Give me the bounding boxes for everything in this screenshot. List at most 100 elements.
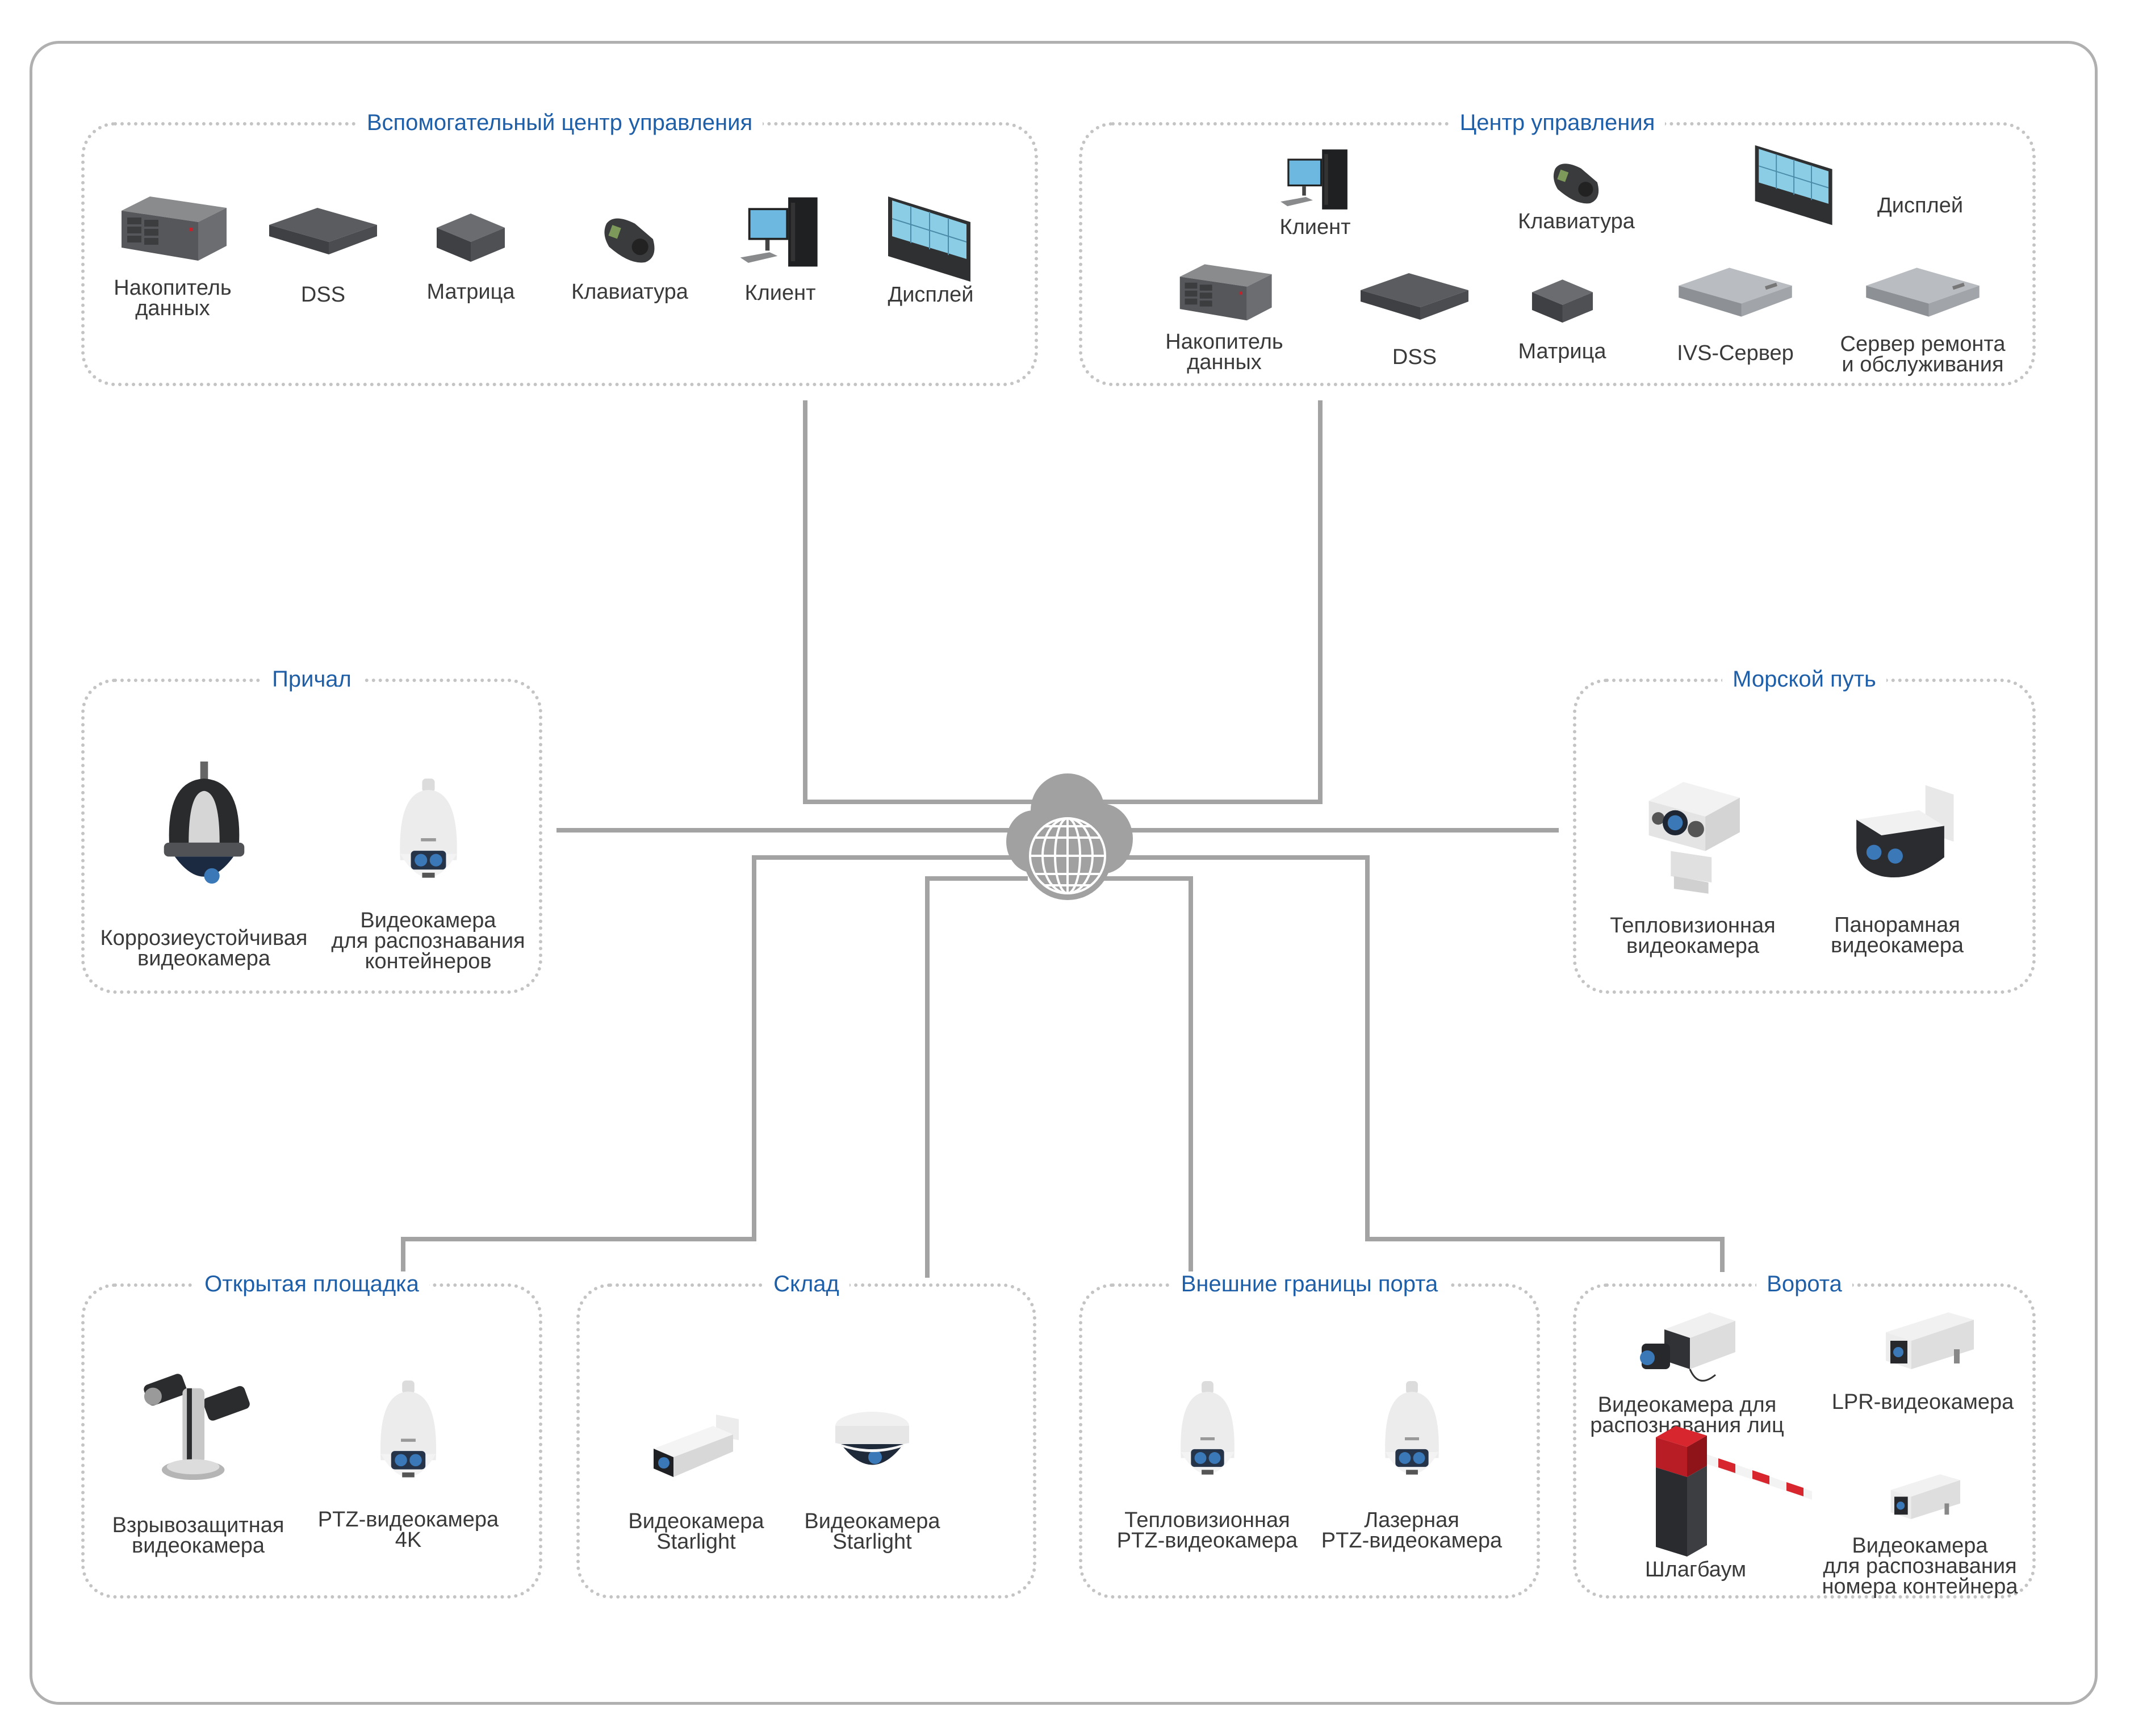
device-maintenance-server: Сервер ремонта и обслуживания	[1832, 262, 2014, 375]
device-label: Клиент	[1279, 215, 1351, 239]
device-label: PTZ-видеокамера 4K	[317, 1508, 499, 1552]
video-wall-icon	[1750, 143, 1840, 228]
group-gate: Ворота Видеокамера для распознавания лиц…	[1573, 1271, 2036, 1599]
device-starlight-dome-camera: Видеокамера Starlight	[790, 1409, 955, 1554]
device-display	[1747, 143, 1843, 228]
group-aux-control-center: Вспомогательный центр управления Накопит…	[81, 110, 1038, 386]
device-explosion-proof-camera: Взрывозащитная видеокамера	[102, 1366, 295, 1558]
group-berth: Причал Коррозиеустойчивая видеокамера Ви…	[81, 667, 542, 994]
group-control-center: Центр управления Клиент Клавиатура Диспл…	[1079, 110, 2036, 386]
group-title: Ворота	[1756, 1271, 1852, 1296]
dss-server-icon	[266, 202, 380, 259]
device-storage: Накопитель данных	[107, 194, 238, 319]
device-label: DSS	[1392, 345, 1437, 369]
link-perimeter	[1102, 876, 1193, 1272]
ivs-server-icon	[1676, 262, 1795, 321]
device-label: LPR-видеокамера	[1831, 1390, 2014, 1414]
device-client: Клиент	[1264, 145, 1366, 239]
device-panoramic-camera: Панорамная видеокамера	[1803, 781, 1991, 956]
device-thermal-ptz-camera: Тепловизионная PTZ-видеокамера	[1111, 1381, 1304, 1551]
device-label: Видеокамера Starlight	[804, 1509, 940, 1554]
explosion-proof-camera-icon	[141, 1366, 255, 1486]
device-anticorrosion-camera: Коррозиеустойчивая видеокамера	[90, 762, 317, 969]
device-lpr-camera: LPR-видеокамера	[1821, 1310, 2025, 1414]
device-client: Клиент	[726, 194, 834, 304]
link-gate	[1107, 855, 1725, 1272]
device-label: DSS	[300, 283, 346, 307]
matrix-icon	[431, 208, 510, 265]
device-container-recognition-camera: Видеокамера для распознавания контейнеро…	[323, 779, 533, 972]
device-label: Лазерная PTZ-видеокамера	[1321, 1508, 1503, 1553]
device-label: Тепловизионная видеокамера	[1610, 914, 1776, 958]
device-keyboard: Клавиатура	[567, 211, 692, 304]
device-label: Накопитель данных	[1165, 330, 1283, 374]
ptz-dome-camera-icon	[371, 1381, 445, 1497]
group-title: Причал	[262, 667, 362, 692]
group-title: Морской путь	[1722, 667, 1886, 692]
device-label: Клавиатура	[571, 280, 688, 304]
link-warehouse	[925, 876, 1028, 1278]
device-dss: DSS	[1349, 267, 1480, 369]
storage-server-icon	[116, 194, 229, 262]
device-barrier-gate: Шлагбаум	[1622, 1423, 1809, 1580]
device-label: Взрывозащитная видеокамера	[112, 1513, 284, 1558]
device-ptz-4k-camera: PTZ-видеокамера 4K	[312, 1381, 505, 1552]
video-wall-icon	[885, 194, 976, 285]
device-label: Видеокамера для распознавания номера кон…	[1822, 1534, 2018, 1599]
box-camera-icon	[1636, 1310, 1738, 1395]
device-label: Видеокамера для распознавания лиц	[1590, 1393, 1784, 1437]
maintenance-server-icon	[1863, 262, 1982, 321]
dss-server-icon	[1355, 267, 1474, 324]
group-warehouse: Склад Видеокамера Starlight Видеокамера …	[576, 1271, 1036, 1599]
device-display: Дисплей	[868, 194, 993, 307]
group-sea-route: Морской путь Тепловизионная видеокамера …	[1573, 667, 2036, 994]
group-title: Вспомогательный центр управления	[356, 110, 763, 135]
client-pc-icon	[738, 194, 823, 270]
device-label: Матрица	[426, 280, 515, 304]
ptz-dome-camera-icon	[1376, 1381, 1447, 1494]
device-label: Накопитель данных	[114, 276, 232, 320]
group-open-area: Открытая площадка Взрывозащитная видеока…	[81, 1271, 542, 1599]
storage-server-icon	[1175, 262, 1274, 321]
dome-camera-icon	[830, 1409, 915, 1483]
barrier-gate-icon	[1644, 1423, 1815, 1559]
device-label: Видеокамера Starlight	[628, 1509, 764, 1554]
keyboard-joystick-icon	[599, 211, 661, 267]
device-label: Дисплей	[1877, 194, 1964, 217]
bullet-camera-icon	[648, 1409, 744, 1483]
link-open-area	[401, 855, 1022, 1272]
device-label: Панорамная видеокамера	[1831, 913, 1964, 957]
device-ivs-server: IVS-Сервер	[1667, 262, 1803, 365]
ptz-dome-camera-icon	[390, 779, 467, 898]
device-label: IVS-Сервер	[1677, 341, 1794, 365]
device-dss: DSS	[266, 202, 380, 307]
device-label: Дисплей	[888, 283, 974, 307]
device-matrix: Матрица	[1503, 274, 1622, 362]
link-control-center	[1096, 400, 1323, 804]
device-face-recognition-camera: Видеокамера для распознавания лиц	[1576, 1310, 1798, 1436]
group-title: Внешние границы порта	[1170, 1271, 1449, 1296]
device-thermal-camera: Тепловизионная видеокамера	[1599, 776, 1786, 958]
anticorrosion-dome-camera-icon	[157, 762, 251, 901]
device-label: Видеокамера для распознавания контейнеро…	[331, 909, 525, 973]
device-label: Сервер ремонта и обслуживания	[1840, 332, 2006, 377]
cloud-globe-icon	[1006, 773, 1133, 900]
client-pc-icon	[1278, 145, 1352, 214]
group-title: Центр управления	[1449, 110, 1665, 135]
device-label: Клавиатура	[1518, 210, 1635, 233]
device-label: Шлагбаум	[1644, 1558, 1747, 1582]
group-title: Склад	[763, 1271, 850, 1296]
device-label: Тепловизионная PTZ-видеокамера	[1116, 1508, 1298, 1553]
matrix-icon	[1527, 274, 1598, 325]
lpr-camera-icon	[1877, 1471, 1962, 1531]
lpr-camera-icon	[1869, 1310, 1977, 1383]
group-title: Открытая площадка	[194, 1271, 429, 1296]
link-aux-center	[803, 400, 1036, 804]
ptz-dome-camera-icon	[1172, 1381, 1243, 1494]
device-keyboard: Клавиатура	[1514, 157, 1639, 232]
device-label: Матрица	[1518, 340, 1606, 363]
diagram-frame	[30, 41, 2098, 1705]
device-laser-ptz-camera: Лазерная PTZ-видеокамера	[1315, 1381, 1508, 1551]
keyboard-joystick-icon	[1548, 157, 1605, 208]
